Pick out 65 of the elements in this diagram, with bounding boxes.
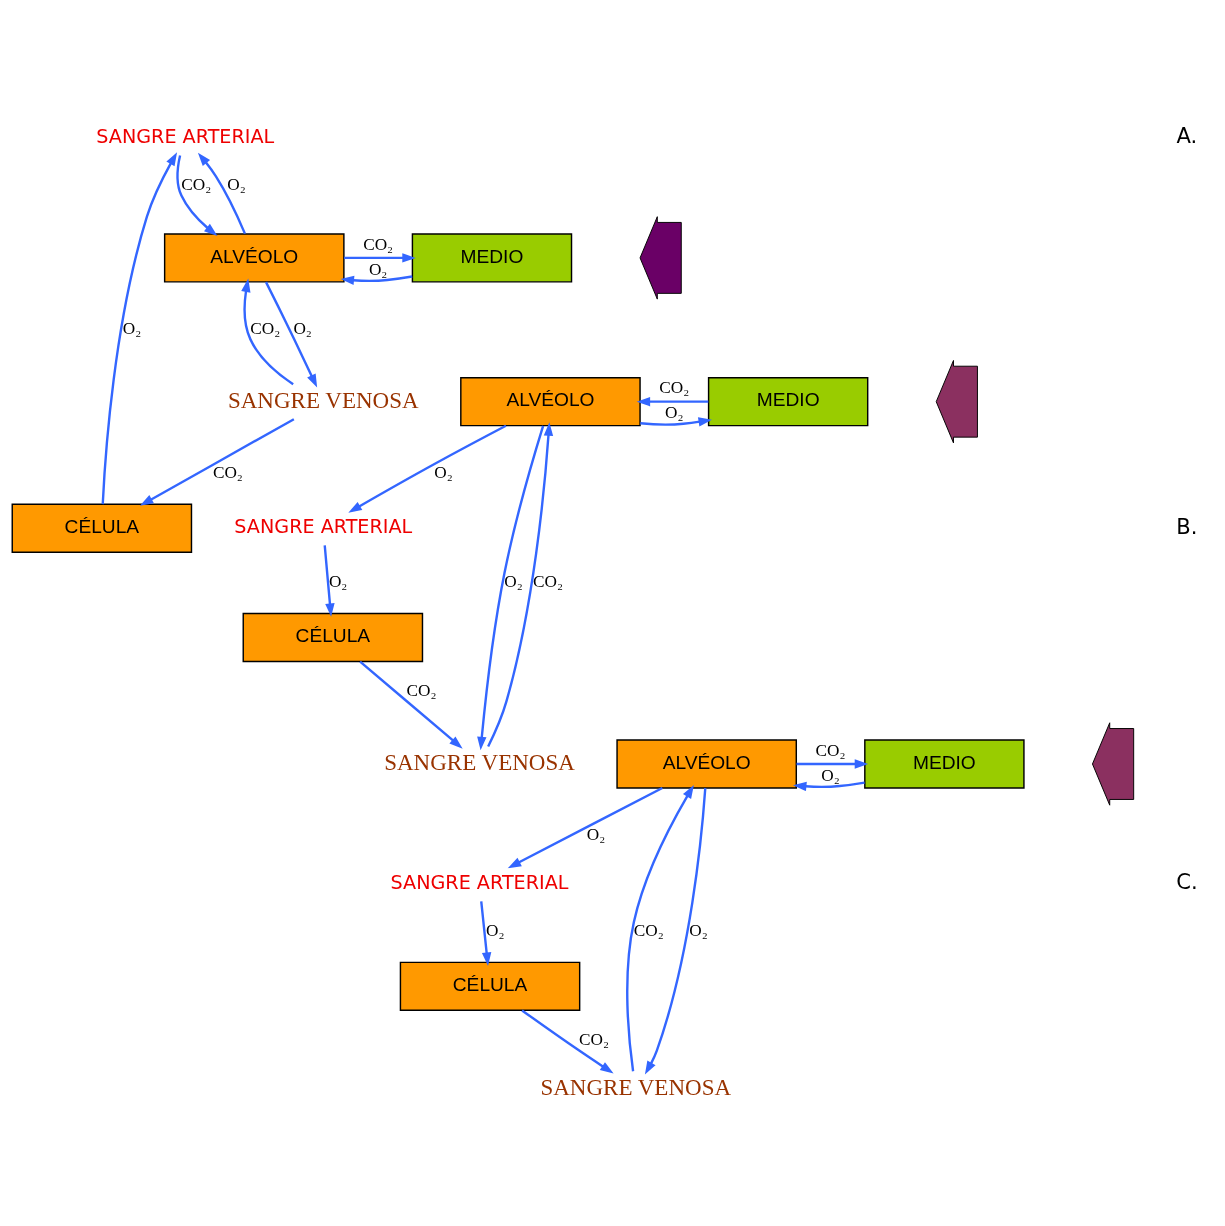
arrow xyxy=(340,274,413,285)
node-arrow xyxy=(639,215,682,300)
arrow xyxy=(477,425,545,750)
node-box: ALVÉOLO xyxy=(163,232,345,283)
arrow xyxy=(480,900,492,966)
arrow xyxy=(323,544,335,617)
arrow xyxy=(264,281,318,388)
edge-label: CO₂ xyxy=(250,318,281,338)
node-arrow xyxy=(1092,721,1135,806)
edge-label: O₂ xyxy=(227,174,246,194)
edge-label: O₂ xyxy=(368,259,388,279)
arrow xyxy=(793,780,865,791)
arrow xyxy=(176,154,218,236)
node-box: CÉLULA xyxy=(399,961,581,1011)
edge-label: O₂ xyxy=(586,824,606,844)
edge-label: O₂ xyxy=(434,462,453,482)
node-box: CÉLULA xyxy=(242,612,424,662)
arrow xyxy=(644,787,707,1075)
node-box: CÉLULA xyxy=(11,503,193,553)
node-box: MEDIO xyxy=(707,376,869,426)
node-box: ALVÉOLO xyxy=(616,738,797,789)
edge-label: O₂ xyxy=(689,920,708,940)
edge-label: CO₂ xyxy=(181,174,212,194)
edge-label: O₂ xyxy=(486,920,505,940)
edge-label: O₂ xyxy=(122,318,142,338)
edge-label: CO₂ xyxy=(579,1029,610,1049)
arrow xyxy=(139,417,295,506)
edge-label: O₂ xyxy=(821,765,840,785)
node-box: ALVÉOLO xyxy=(460,376,641,426)
arrow xyxy=(348,424,507,513)
edge-label: CO₂ xyxy=(406,680,437,700)
edge-label: O₂ xyxy=(665,402,684,422)
node-text: SANGRE VENOSA xyxy=(384,749,575,775)
edge-label: CO₂ xyxy=(212,462,243,482)
arrow xyxy=(636,396,709,406)
node-box: MEDIO xyxy=(864,738,1025,789)
arrow xyxy=(796,758,869,769)
edge-label: CO₂ xyxy=(533,571,564,591)
node-text: SANGRE ARTERIAL xyxy=(234,514,413,538)
edge-label: O₂ xyxy=(504,571,523,591)
edge-label: CO₂ xyxy=(659,377,690,397)
arrow xyxy=(507,786,663,868)
label: A. xyxy=(1176,122,1198,148)
node-text: SANGRE VENOSA xyxy=(227,387,419,413)
node-text: SANGRE VENOSA xyxy=(540,1074,732,1100)
label: B. xyxy=(1176,513,1198,539)
arrow xyxy=(344,252,416,263)
edge-label: CO₂ xyxy=(363,234,394,254)
arrow xyxy=(241,278,294,385)
edge-label: O₂ xyxy=(293,318,312,338)
node-text: SANGRE ARTERIAL xyxy=(96,124,275,148)
arrow xyxy=(359,660,463,749)
arrow xyxy=(521,1008,614,1074)
arrow xyxy=(487,421,554,747)
node-arrow xyxy=(935,359,978,443)
arrow xyxy=(197,152,247,234)
arrow xyxy=(640,416,712,426)
node-box: MEDIO xyxy=(411,232,573,283)
label: C. xyxy=(1176,868,1198,894)
edge-label: CO₂ xyxy=(633,920,664,940)
arrow xyxy=(626,784,694,1071)
node-text: SANGRE ARTERIAL xyxy=(390,870,569,894)
edge-label: O₂ xyxy=(328,571,348,591)
edge-label: CO₂ xyxy=(815,740,846,760)
arrow xyxy=(101,151,178,504)
